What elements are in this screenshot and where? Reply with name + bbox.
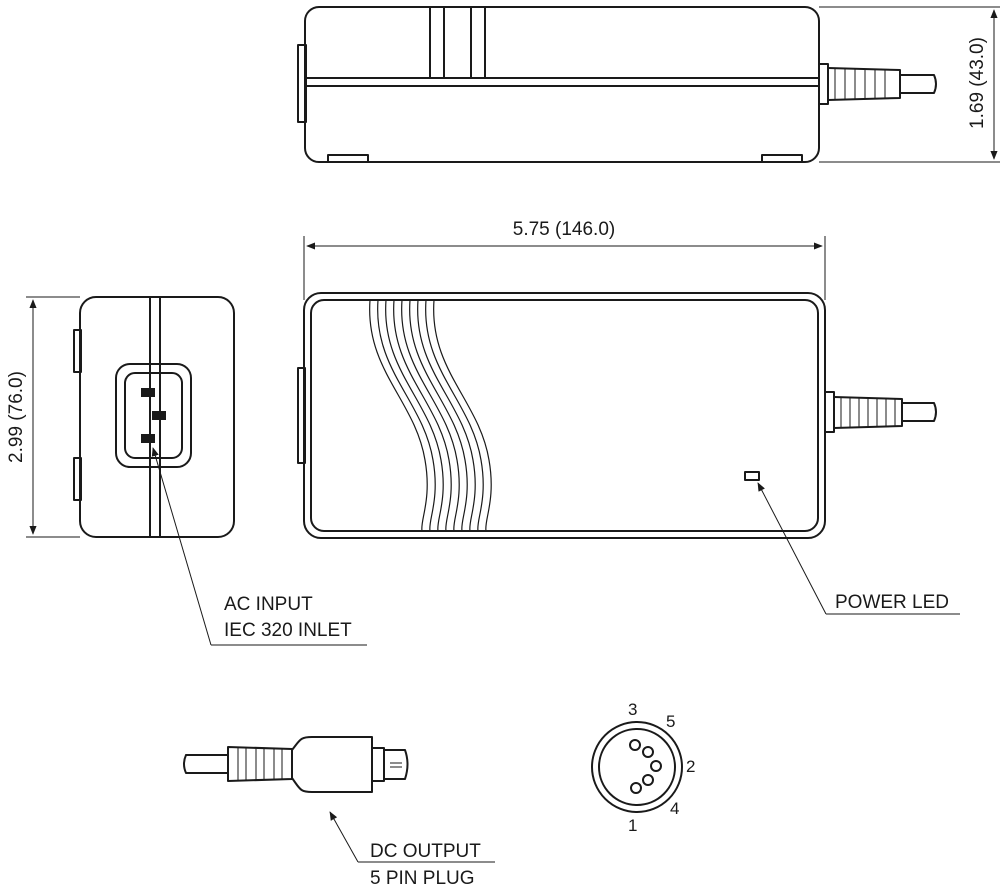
pin-3-socket — [629, 739, 641, 751]
dc-output-callout: DC OUTPUT 5 PIN PLUG — [329, 811, 495, 888]
iec-inlet-socket — [124, 372, 183, 459]
power-led-indicator — [744, 471, 760, 481]
length-dimension-label: 5.75 (146.0) — [513, 219, 615, 240]
dc-plug — [183, 736, 409, 793]
pin-2-number: 2 — [686, 757, 695, 776]
pin-1-socket — [630, 782, 642, 794]
width-dimension: 2.99 (76.0) — [6, 296, 80, 538]
pin-5-socket — [642, 746, 654, 758]
pin-face: 3 5 2 4 1 — [591, 700, 695, 835]
pin-plug-label: 5 PIN PLUG — [370, 868, 475, 888]
pin-4-socket — [642, 774, 654, 786]
ac-input-callout: AC INPUT IEC 320 INLET — [151, 447, 367, 646]
ac-input-label: AC INPUT — [224, 594, 313, 615]
pin-4-number: 4 — [670, 799, 679, 818]
dc-output-label: DC OUTPUT — [370, 841, 481, 862]
pin-2-socket — [650, 760, 662, 772]
iec-inlet-outer — [115, 363, 192, 468]
iec-inlet-label: IEC 320 INLET — [224, 620, 352, 641]
pin-1-number: 1 — [628, 816, 637, 835]
top-view — [297, 292, 937, 539]
width-dimension-label: 2.99 (76.0) — [6, 371, 27, 463]
pin-5-number: 5 — [666, 712, 675, 731]
length-dimension: 5.75 (146.0) — [303, 219, 826, 300]
pin-3-number: 3 — [628, 700, 637, 719]
grip-waves — [369, 299, 492, 532]
side-view — [297, 6, 937, 163]
power-led-label: POWER LED — [835, 592, 949, 613]
height-dimension: 1.69 (43.0) — [819, 6, 1000, 163]
power-led-callout: POWER LED — [757, 482, 960, 615]
end-view — [73, 296, 235, 538]
height-dimension-label: 1.69 (43.0) — [967, 37, 988, 129]
